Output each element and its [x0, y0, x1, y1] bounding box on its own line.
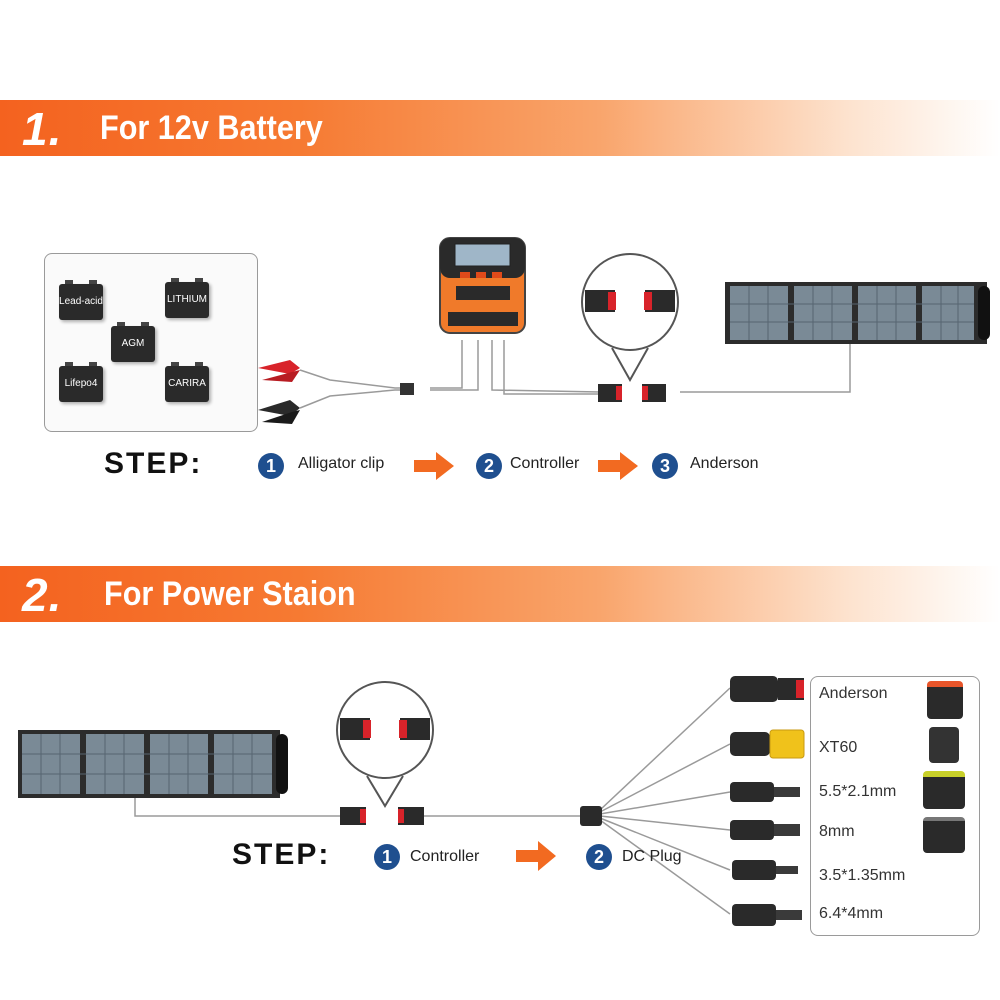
plug-option-label: Anderson: [819, 685, 888, 702]
controller-icon: [439, 237, 526, 334]
power-station-icon: [923, 771, 965, 809]
cable-lines: [134, 687, 731, 915]
section2-title: For Power Staion: [104, 575, 356, 613]
anderson-zoom-icon: [336, 681, 434, 808]
anderson-connector-icon: [598, 384, 666, 402]
battery-lead-acid: Lead-acid: [59, 280, 103, 320]
section1-step1-label: Alligator clip: [298, 455, 385, 472]
section1-wiring-diagram: [258, 237, 990, 424]
battery-lithium: LITHIUM: [165, 278, 209, 318]
solar-panel-icon: [18, 730, 288, 798]
section1-title: For 12v Battery: [100, 109, 323, 147]
solar-panel-icon: [725, 282, 990, 344]
battery-label: LITHIUM: [167, 294, 207, 305]
power-station-icon: [923, 817, 965, 853]
battery-lifepo4: Lifepo4: [59, 362, 103, 402]
dc-plug-options-box: Anderson XT60 5.5*2.1mm 8mm 3.5*1.35mm 6…: [810, 676, 980, 936]
arrow-right-icon: [598, 452, 638, 480]
anderson-zoom-icon: [581, 253, 679, 383]
battery-label: Lead-acid: [59, 296, 103, 307]
section2-step2-number: 2: [586, 844, 612, 870]
section2-number: 2.: [22, 569, 63, 621]
plug-option-label: 6.4*4mm: [819, 905, 884, 922]
plug-option-label: 5.5*2.1mm: [819, 783, 897, 800]
cable-lines: [299, 340, 851, 409]
arrow-right-icon: [414, 452, 454, 480]
splitter-icon: [580, 806, 602, 826]
arrow-right-icon: [516, 841, 556, 871]
plug-option-label: 8mm: [819, 823, 855, 840]
section2-step-word: STEP:: [232, 838, 331, 871]
section1-step3-number: 3: [652, 453, 678, 479]
section1-banner: 1. For 12v Battery: [0, 100, 1000, 156]
battery-agm: AGM: [111, 322, 155, 362]
dc-plug-icon: [730, 676, 805, 926]
battery-types-box: Lead-acid LITHIUM AGM Lifepo4 CARIRA: [44, 253, 258, 432]
section1-step-word: STEP:: [104, 447, 203, 480]
section1-number: 1.: [22, 103, 63, 155]
battery-label: AGM: [121, 338, 145, 349]
section2-banner: 2. For Power Staion: [0, 566, 1000, 622]
plug-option-label: 3.5*1.35mm: [819, 867, 906, 884]
section1-step2-label: Controller: [510, 455, 580, 472]
plug-option-label: XT60: [819, 739, 858, 756]
section2-wiring-diagram: [18, 676, 805, 926]
anderson-connector-icon: [340, 807, 424, 825]
section1-step3-label: Anderson: [690, 455, 759, 472]
section1-step1-number: 1: [258, 453, 284, 479]
section1-step2-number: 2: [476, 453, 502, 479]
power-station-icon: [929, 727, 959, 763]
section2-step1-number: 1: [374, 844, 400, 870]
alligator-clip-icon: [258, 360, 414, 424]
battery-carira: CARIRA: [165, 362, 209, 402]
power-station-icon: [927, 681, 963, 719]
section2-step1-label: Controller: [410, 848, 480, 865]
battery-label: CARIRA: [168, 378, 206, 389]
battery-label: Lifepo4: [64, 378, 98, 389]
section2-step2-label: DC Plug: [622, 848, 682, 865]
